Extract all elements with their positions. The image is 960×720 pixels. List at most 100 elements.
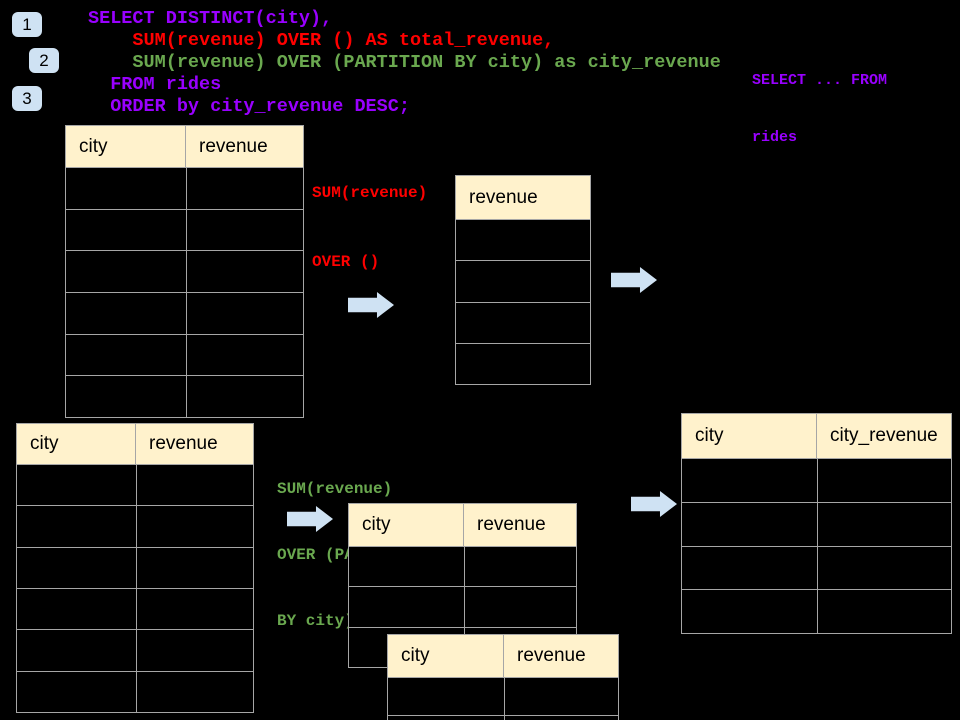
column-header-city-revenue: city_revenue [830,425,938,446]
empty-cell [66,209,187,251]
table-row [17,465,253,507]
table-revenue-only: revenue [455,175,591,385]
step-badge-2: 2 [29,48,59,73]
table-row [66,293,303,335]
table-row [66,376,303,418]
empty-cell [187,293,303,334]
step-badge-1: 1 [12,12,42,37]
sql-line-from: FROM rides [88,74,222,95]
empty-cell [456,220,590,260]
table-row [17,588,253,631]
column-header-city: city [388,635,504,677]
empty-cell [66,334,187,376]
empty-cell [818,547,951,590]
table-row [17,547,253,589]
empty-cell [17,506,137,547]
empty-cell [465,587,576,626]
table-row [349,547,576,588]
empty-cell [187,168,303,209]
table-header-row: revenue [456,176,590,220]
table-rides-source-bottom: city revenue [16,423,254,713]
empty-cell [505,716,618,720]
empty-cell [349,587,465,627]
table-row [66,251,303,294]
column-header-revenue: revenue [469,186,538,208]
sql-line-select: SELECT DISTINCT(city), [88,8,333,29]
empty-cell [187,376,303,417]
select-from-note-line2: rides [752,129,798,146]
empty-cell [465,547,576,586]
sql-line-order-by: ORDER by city_revenue DESC; [88,96,410,117]
empty-cell [137,506,253,546]
empty-cell [505,678,618,715]
empty-cell [137,630,253,670]
table-row [388,678,618,716]
select-from-note-line1: SELECT ... FROM [752,72,888,89]
annotation-line: OVER () [312,253,380,271]
table-row [66,168,303,210]
annotation-line: SUM(revenue) [312,184,428,202]
empty-cell [456,344,590,384]
empty-cell [187,210,303,251]
table-row [17,671,253,712]
table-header-row: city revenue [349,504,576,547]
empty-cell [17,630,137,671]
table-row [456,303,590,344]
table-row [66,334,303,377]
table-row [456,220,590,262]
column-header-revenue: revenue [199,135,268,157]
table-row [456,261,590,303]
flow-arrow-right-icon [611,267,657,293]
empty-cell [682,546,818,590]
table-row [349,587,576,628]
table-row [17,506,253,548]
table-result-city-revenue: city city_revenue [681,413,952,634]
empty-cell [66,168,187,209]
empty-cell [137,548,253,588]
table-row [388,716,618,720]
empty-cell [682,590,818,633]
empty-cell [349,547,465,587]
table-row [682,502,951,547]
sql-line-city-revenue: SUM(revenue) OVER (PARTITION BY city) as… [88,52,721,73]
empty-cell [66,251,187,293]
empty-cell [818,459,951,502]
empty-cell [17,547,137,588]
sql-code-block: SELECT DISTINCT(city), SUM(revenue) OVER… [88,8,721,118]
empty-cell [682,459,818,502]
empty-cell [66,376,187,418]
table-header-row: city revenue [66,126,303,168]
column-header-city: city [66,126,186,167]
empty-cell [17,671,137,712]
empty-cell [818,590,951,633]
sql-line-total-revenue: SUM(revenue) OVER () AS total_revenue, [88,30,555,51]
empty-cell [456,303,590,343]
empty-cell [818,503,951,546]
empty-cell [187,335,303,376]
empty-cell [137,672,253,712]
empty-cell [137,589,253,629]
table-rides-source-top: city revenue [65,125,304,418]
select-from-note: SELECT ... FROM rides [752,33,887,185]
column-header-city: city [349,504,464,546]
empty-cell [187,251,303,292]
table-row [17,630,253,672]
empty-cell [137,465,253,505]
table-header-row: city revenue [388,635,618,678]
table-row [682,546,951,591]
annotation-sum-over-empty: SUM(revenue) OVER () [312,136,427,320]
empty-cell [388,678,505,715]
empty-cell [17,588,137,630]
column-header-city: city [17,424,136,464]
empty-cell [388,716,505,720]
column-header-revenue: revenue [477,514,546,535]
flow-arrow-right-icon [631,491,677,517]
column-header-revenue: revenue [517,645,586,666]
column-header-city: city [682,414,817,458]
empty-cell [66,293,187,334]
column-header-revenue: revenue [149,433,218,454]
annotation-line: SUM(revenue) [277,480,393,498]
table-row [682,459,951,503]
step-badge-3: 3 [12,86,42,111]
annotation-line: BY city) [277,612,354,630]
